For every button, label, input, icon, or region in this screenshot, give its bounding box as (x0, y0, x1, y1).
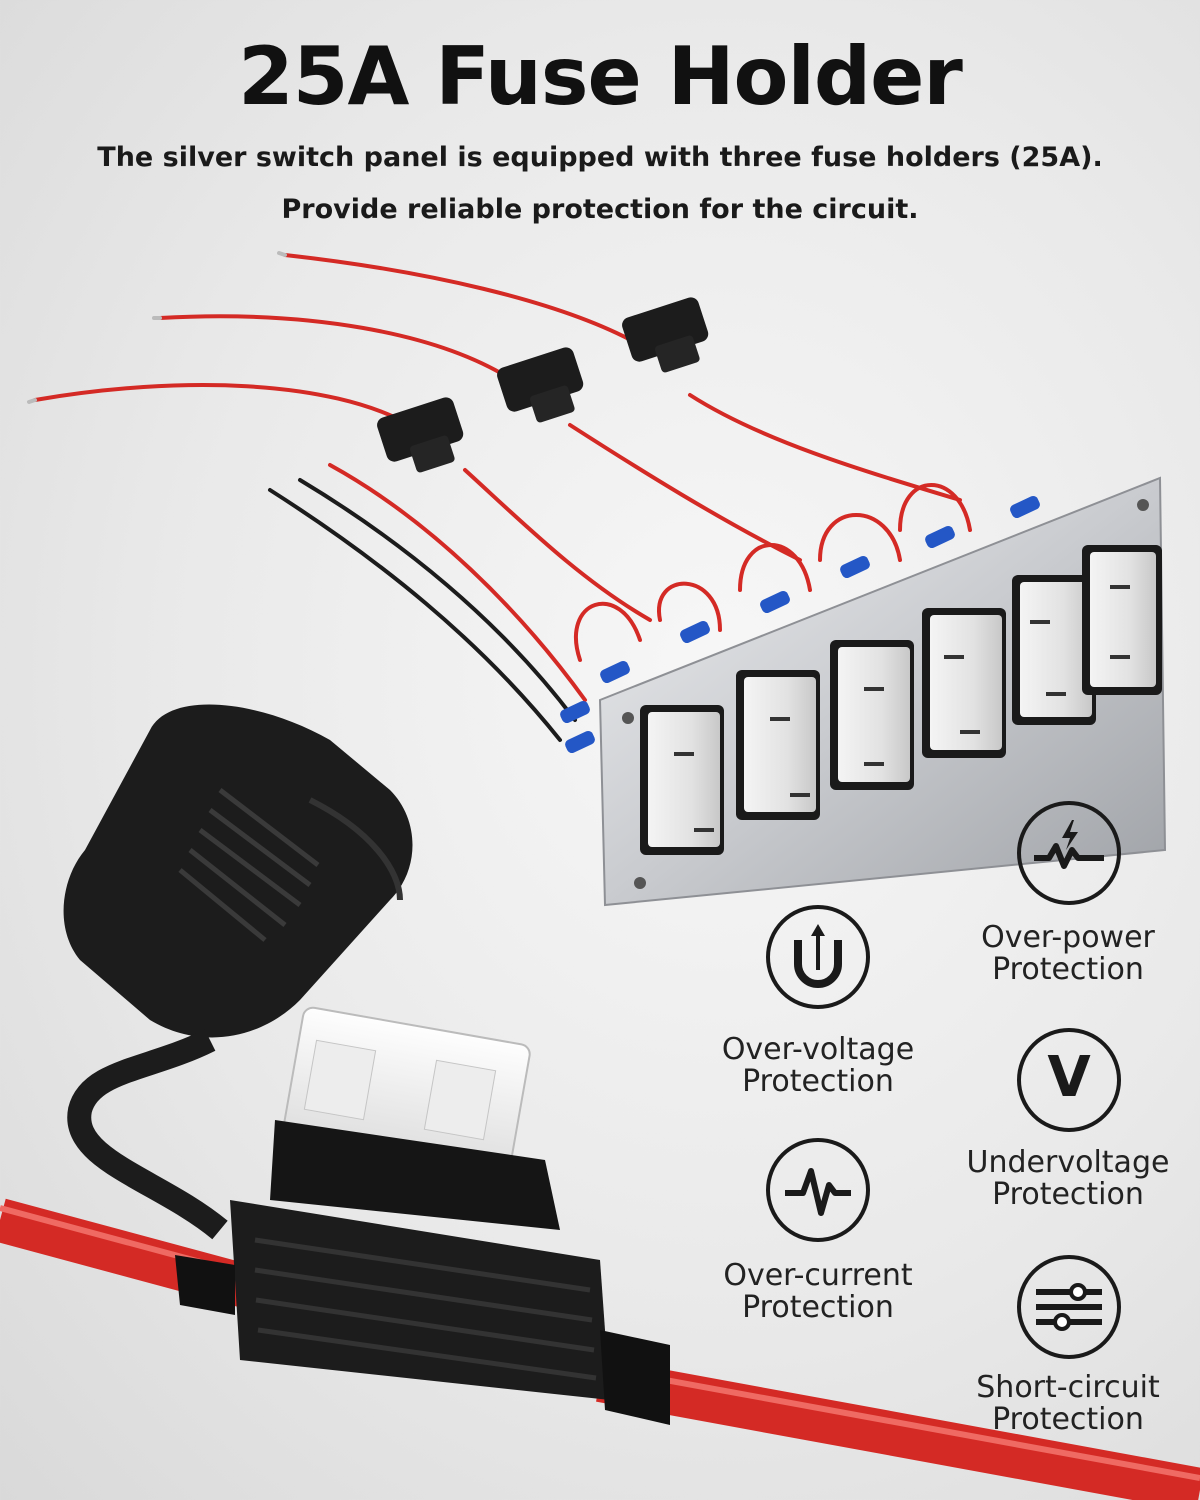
small-fuse-holders (377, 297, 709, 473)
feature-line2: Protection (992, 1177, 1144, 1212)
blue-terminals (560, 495, 1040, 754)
feature-over-voltage: Over-voltage Protection (678, 1034, 958, 1098)
over-power-icon (1017, 801, 1121, 905)
feature-line1: Short-circuit (976, 1370, 1160, 1405)
feature-line1: Undervoltage (966, 1145, 1170, 1180)
feature-line2: Protection (992, 1402, 1144, 1437)
input-wires (27, 251, 972, 742)
feature-line2: Protection (992, 952, 1144, 987)
over-voltage-icon (766, 905, 870, 1009)
feature-line1: Over-power (981, 920, 1155, 955)
large-fuse-holder (63, 704, 670, 1425)
feature-line1: Over-voltage (721, 1032, 915, 1067)
page-subtitle-line2: Provide reliable protection for the circ… (281, 194, 919, 225)
over-current-icon (766, 1138, 870, 1242)
short-circuit-icon (1017, 1255, 1121, 1359)
feature-line1: Over-current (723, 1258, 913, 1293)
feature-short-circuit: Short-circuit Protection (928, 1372, 1200, 1436)
feature-over-power: Over-power Protection (928, 922, 1200, 986)
feature-undervoltage: Undervoltage Protection (928, 1147, 1200, 1211)
feature-over-current: Over-current Protection (678, 1260, 958, 1324)
undervoltage-icon: V (1014, 1025, 1124, 1135)
feature-line2: Protection (742, 1064, 894, 1099)
switch-panel (598, 476, 1167, 907)
feature-line2: Protection (742, 1290, 894, 1325)
rocker-switches (640, 545, 1162, 855)
page-subtitle-line1: The silver switch panel is equipped with… (97, 142, 1103, 173)
undervoltage-glyph: V (1047, 1045, 1091, 1110)
page-title: 25A Fuse Holder (238, 30, 963, 123)
